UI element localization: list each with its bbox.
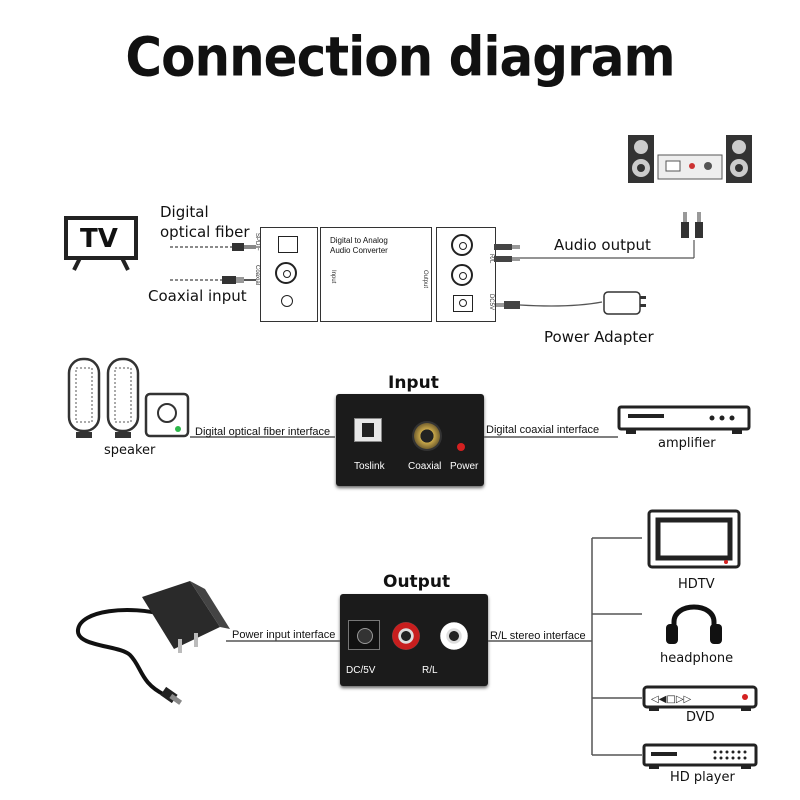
power-interface-label: Power input interface bbox=[232, 629, 336, 641]
coaxial-port-label: Coaxial bbox=[254, 265, 260, 286]
coaxial-port-icon bbox=[275, 262, 297, 284]
hdtv-icon bbox=[647, 509, 741, 569]
converter-body bbox=[320, 227, 432, 322]
headphone-label: headphone bbox=[660, 651, 734, 666]
rca-cable-icon bbox=[681, 212, 703, 238]
input-side-label: Input bbox=[330, 270, 336, 284]
power-led-icon bbox=[281, 295, 293, 307]
power-led-icon bbox=[457, 443, 465, 451]
optical-label-line1: Digital bbox=[160, 203, 209, 221]
toslink-port-icon bbox=[354, 418, 382, 442]
optical-label-line2: optical fiber bbox=[160, 223, 250, 241]
amplifier-label: amplifier bbox=[658, 436, 716, 451]
coaxial-input-label: Coaxial input bbox=[148, 287, 247, 305]
dc5v-label: DC/5V bbox=[346, 665, 376, 676]
dc5v-port-label: DC5V bbox=[488, 294, 494, 311]
stereo-interface-label: R/L stereo interface bbox=[490, 630, 586, 642]
output-panel: DC/5V R/L bbox=[340, 594, 488, 686]
optical-plug-icon bbox=[232, 243, 256, 251]
hd-player-label: HD player bbox=[670, 770, 735, 785]
rl-label: R/L bbox=[422, 665, 438, 676]
power-adapter-icon bbox=[76, 581, 230, 705]
speaker-icon bbox=[67, 357, 190, 438]
svg-text:◁◀□▷▷: ◁◀□▷▷ bbox=[651, 694, 692, 705]
spdif-port-label: SPDIF bbox=[254, 233, 260, 251]
input-panel: Toslink Coaxial Power bbox=[336, 394, 484, 486]
toslink-label: Toslink bbox=[354, 461, 385, 472]
headphone-icon bbox=[666, 604, 722, 644]
tv-label: TV bbox=[80, 224, 118, 254]
hd-player-icon bbox=[642, 743, 758, 769]
coaxial-interface-label: Digital coaxial interface bbox=[486, 424, 600, 436]
speaker-label: speaker bbox=[104, 443, 156, 458]
output-section-title: Output bbox=[383, 572, 451, 592]
output-side-label: Output bbox=[422, 270, 428, 289]
dvd-icon: ◁◀□▷▷ bbox=[642, 685, 758, 711]
rca-white-port-icon bbox=[440, 622, 468, 650]
amplifier-icon bbox=[617, 405, 751, 434]
page-title: Connection diagram bbox=[125, 25, 675, 89]
optical-interface-label: Digital optical fiber interface bbox=[195, 426, 331, 438]
coaxial-port-icon bbox=[412, 421, 442, 451]
converter-output-panel bbox=[436, 227, 496, 322]
dc-port-icon bbox=[348, 620, 380, 650]
hdtv-label: HDTV bbox=[678, 577, 715, 592]
rca-plug-icon bbox=[494, 244, 520, 262]
rca-port-icon bbox=[451, 234, 473, 256]
audio-output-label: Audio output bbox=[554, 236, 651, 254]
rca-port-icon bbox=[451, 264, 473, 286]
device-text-line2: Audio Converter bbox=[330, 246, 388, 255]
power-adapter-icon bbox=[603, 291, 646, 315]
tv-icon bbox=[64, 216, 138, 271]
rca-red-port-icon bbox=[392, 622, 420, 650]
coaxial-label: Coaxial bbox=[408, 461, 442, 472]
power-adapter-label: Power Adapter bbox=[544, 328, 654, 346]
toslink-port-icon bbox=[278, 236, 298, 253]
coaxial-plug-icon bbox=[222, 276, 256, 284]
device-text-line1: Digital to Analog bbox=[330, 236, 388, 245]
dc-port-icon bbox=[453, 295, 473, 312]
input-section-title: Input bbox=[388, 373, 439, 393]
dc-plug-icon bbox=[496, 301, 520, 309]
converter-input-panel bbox=[260, 227, 318, 322]
power-label: Power bbox=[450, 461, 479, 472]
stereo-system-icon bbox=[628, 135, 752, 183]
dvd-label: DVD bbox=[686, 710, 715, 725]
